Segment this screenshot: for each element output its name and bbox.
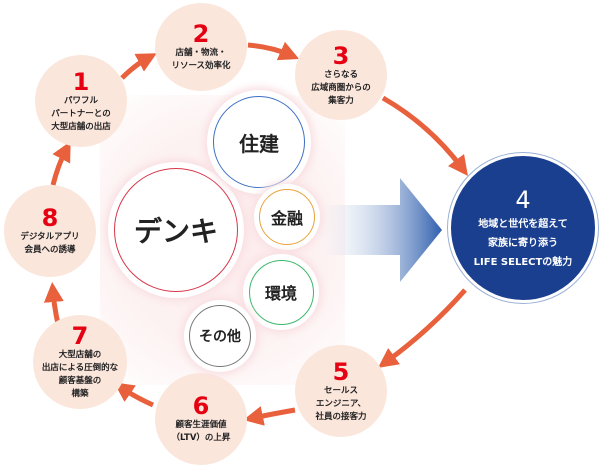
business-label: 住建 <box>213 96 305 188</box>
business-environment: 環境 <box>243 254 319 330</box>
business-label: その他 <box>189 305 251 367</box>
step-text: セールス エンジニア、 社員の接客力 <box>315 385 367 422</box>
step-text: さらなる 広域商圏からの 集客力 <box>311 69 371 106</box>
step-number: 5 <box>332 357 350 386</box>
business-label: デンキ <box>114 168 238 292</box>
business-denki: デンキ <box>108 162 244 298</box>
step-text: パワフル パートナーとの 大型店舗の出店 <box>51 95 111 132</box>
arrow-3-4 <box>381 95 468 177</box>
step-text: 地域と世代を超えて 家族に寄り添う LIFE SELECTの魅力 <box>473 218 573 268</box>
arrow-8-1 <box>50 141 71 186</box>
business-housing: 住建 <box>207 90 311 194</box>
arrow-5-6 <box>243 406 296 426</box>
step-number: 7 <box>71 322 89 350</box>
step-number: 1 <box>72 67 90 96</box>
business-other: その他 <box>184 300 256 372</box>
business-label: 環境 <box>248 259 314 325</box>
step-number: 4 <box>515 185 531 214</box>
business-label: 金融 <box>259 189 315 245</box>
step-4-hub: 4 地域と世代を超えて 家族に寄り添う LIFE SELECTの魅力 <box>448 153 598 303</box>
step-text: 顧客生涯価値 （LTV）の上昇 <box>171 420 231 443</box>
business-finance: 金融 <box>254 184 320 250</box>
arrow-6-7 <box>113 382 155 408</box>
step-number: 8 <box>41 204 59 232</box>
step-number: 6 <box>192 392 210 420</box>
step-text: 大型店舗の 出店による圧倒的な 顧客基盤の 構築 <box>41 350 119 399</box>
step-text: 店舗・物流・ リソース効率化 <box>171 48 231 71</box>
arrow-1-2 <box>120 53 157 80</box>
step-number: 2 <box>192 20 210 48</box>
step-number: 3 <box>332 41 350 70</box>
arrow-4-5 <box>377 288 467 368</box>
transition-arrow <box>310 178 442 282</box>
step-text: デジタルアプリ 会員への誘導 <box>20 232 80 255</box>
arrow-2-3 <box>247 41 300 61</box>
